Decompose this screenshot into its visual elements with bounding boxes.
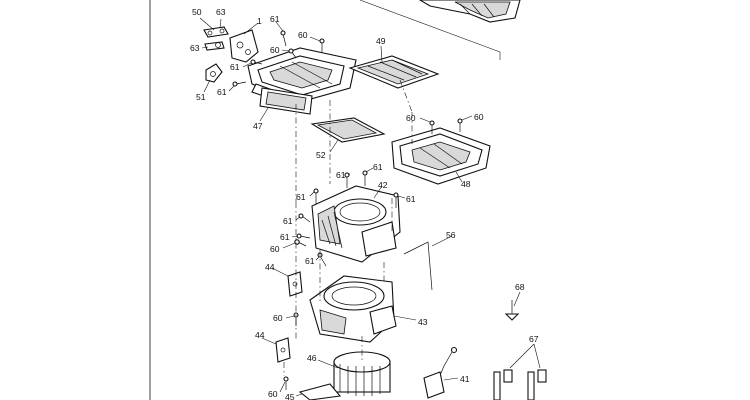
part-46-blower-fan [333,351,391,396]
top-right-component [359,0,521,60]
callout-42: 42 [378,180,388,190]
callout-68: 68 [515,282,525,292]
callout-46: 46 [307,353,317,363]
callout-56: 56 [446,230,456,240]
callout-45: 45 [285,392,295,400]
part-67-pins [493,369,547,400]
screw-60c [429,120,435,134]
callout-labels: 50 63 1 61 60 60 63 49 61 51 61 47 60 60… [190,7,539,400]
callout-61: 61 [230,62,240,72]
callout-60: 60 [273,313,283,323]
callout-61: 61 [305,256,315,266]
screw-60a [319,38,325,52]
callout-67: 67 [529,334,539,344]
callout-1: 1 [257,16,262,26]
part-44-bracket-upper [287,271,303,297]
part-44-bracket-lower [275,337,291,363]
screw-60d [457,118,463,132]
screw-61d [344,172,350,188]
callout-61: 61 [373,162,383,172]
callout-47: 47 [253,121,263,131]
screw-61e [362,170,368,186]
screw-60g [283,376,289,390]
part-49-filter [348,55,440,89]
part-41-harness [423,346,458,399]
callout-61: 61 [336,170,346,180]
part-45-plate [298,383,342,400]
callout-63: 63 [190,43,200,53]
part-51-clip [205,63,223,83]
callout-43: 43 [418,317,428,327]
part-52-filter [310,117,386,143]
screw-61i [296,233,311,239]
callout-63: 63 [216,7,226,17]
callout-61: 61 [217,87,227,97]
screw-61h [298,213,311,223]
part-50-lever [203,26,229,51]
part-1-bracket [229,29,259,63]
screw-61j [317,252,327,267]
callout-49: 49 [376,36,386,46]
callout-60: 60 [270,244,280,254]
callout-41: 41 [460,374,470,384]
screw-61a [280,30,287,47]
callout-52: 52 [316,150,326,160]
part-43-lower-casing [309,275,397,343]
screws [232,30,463,390]
screw-61f [313,188,319,204]
callout-44: 44 [255,330,265,340]
callout-60: 60 [270,45,280,55]
callout-50: 50 [192,7,202,17]
screw-60e [294,239,307,247]
callout-60: 60 [298,30,308,40]
callout-60: 60 [406,113,416,123]
screw-61g [393,192,399,208]
callout-61: 61 [280,232,290,242]
callout-51: 51 [196,92,206,102]
callout-60: 60 [474,112,484,122]
callout-44: 44 [265,262,275,272]
screw-61b [250,59,263,65]
callout-61: 61 [270,14,280,24]
leader-lines [199,17,541,397]
part-42-upper-casing [311,185,401,263]
callout-61: 61 [406,194,416,204]
callout-61: 61 [296,192,306,202]
part-56-seal [403,241,433,291]
callout-48: 48 [461,179,471,189]
part-68-screw [504,300,520,321]
part-48-duct [391,127,491,185]
reference-lines [283,79,413,376]
callout-60: 60 [268,389,278,399]
callout-61: 61 [283,216,293,226]
screw-61c [232,81,247,87]
